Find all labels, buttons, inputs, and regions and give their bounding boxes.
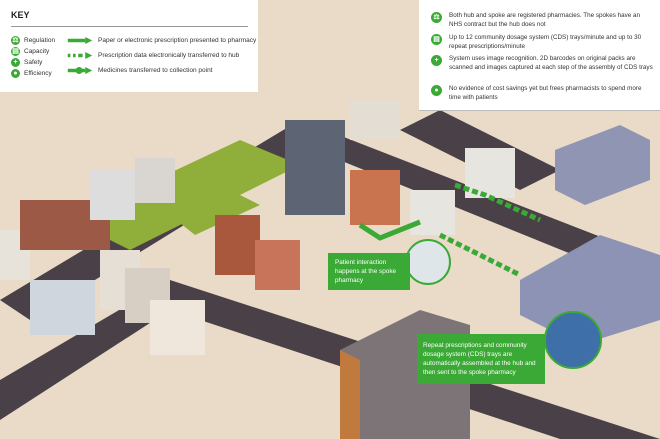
gavel-icon: ⚖ [11, 36, 20, 45]
person-icon: ● [11, 69, 20, 78]
info-text: Both hub and spoke are registered pharma… [449, 12, 641, 28]
key-label: Safety [24, 59, 43, 66]
capacity-icon: ▤ [11, 47, 20, 56]
key-title: KEY [11, 10, 30, 20]
info-text: No evidence of cost savings yet but free… [449, 85, 642, 101]
hub-callout: Repeat prescriptions and community dosag… [417, 334, 545, 384]
info-text: Up to 12 community dosage system (CDS) t… [449, 34, 642, 50]
key-label: Efficiency [24, 70, 52, 77]
key-safety: + Safety [11, 58, 42, 67]
key-arrow-prescription: Paper or electronic prescription present… [66, 37, 256, 44]
road [0, 280, 660, 439]
key-arrow-medicines: Medicines transferred to collection poin… [66, 67, 213, 74]
spoke-pharmacy-scene [405, 239, 451, 285]
spoke-callout: Patient interaction happens at the spoke… [328, 253, 410, 290]
pill-arrow-icon [67, 67, 93, 74]
key-arrow-data: Prescription data electronically transfe… [66, 52, 239, 59]
info-safety: + System uses image recognition. 2D barco… [431, 54, 653, 72]
key-label: Capacity [24, 48, 50, 55]
plus-icon: + [11, 58, 20, 67]
key-arrow-label: Paper or electronic prescription present… [98, 37, 257, 44]
info-text: System uses image recognition. 2D barcod… [449, 55, 653, 71]
key-efficiency: ● Efficiency [11, 69, 52, 78]
solid-arrow-icon [67, 37, 93, 44]
hub-robot-scene [544, 311, 602, 369]
park [70, 140, 300, 250]
capacity-icon: ▤ [431, 34, 442, 45]
flow-arrows [358, 182, 542, 278]
key-label: Regulation [24, 37, 56, 44]
info-regulation: ⚖ Both hub and spoke are registered pharm… [431, 11, 653, 29]
key-panel: KEY ⚖ Regulation ▤ Capacity + Safety ● Effic… [0, 0, 258, 92]
plus-icon: + [431, 55, 442, 66]
park [170, 190, 260, 235]
info-capacity: ▤ Up to 12 community dosage system (CDS) … [431, 33, 653, 51]
key-regulation: ⚖ Regulation [11, 36, 55, 45]
key-divider [11, 26, 248, 27]
key-arrow-label: Prescription data electronically transfe… [98, 52, 240, 59]
info-efficiency: ● No evidence of cost savings yet but fre… [431, 84, 653, 102]
gavel-icon: ⚖ [431, 12, 442, 23]
key-capacity: ▤ Capacity [11, 47, 49, 56]
road [290, 120, 660, 290]
person-icon: ● [431, 85, 442, 96]
info-panel: ⚖ Both hub and spoke are registered pharm… [419, 0, 660, 111]
key-arrow-label: Medicines transferred to collection poin… [98, 67, 213, 74]
dashed-arrow-icon [67, 52, 93, 59]
